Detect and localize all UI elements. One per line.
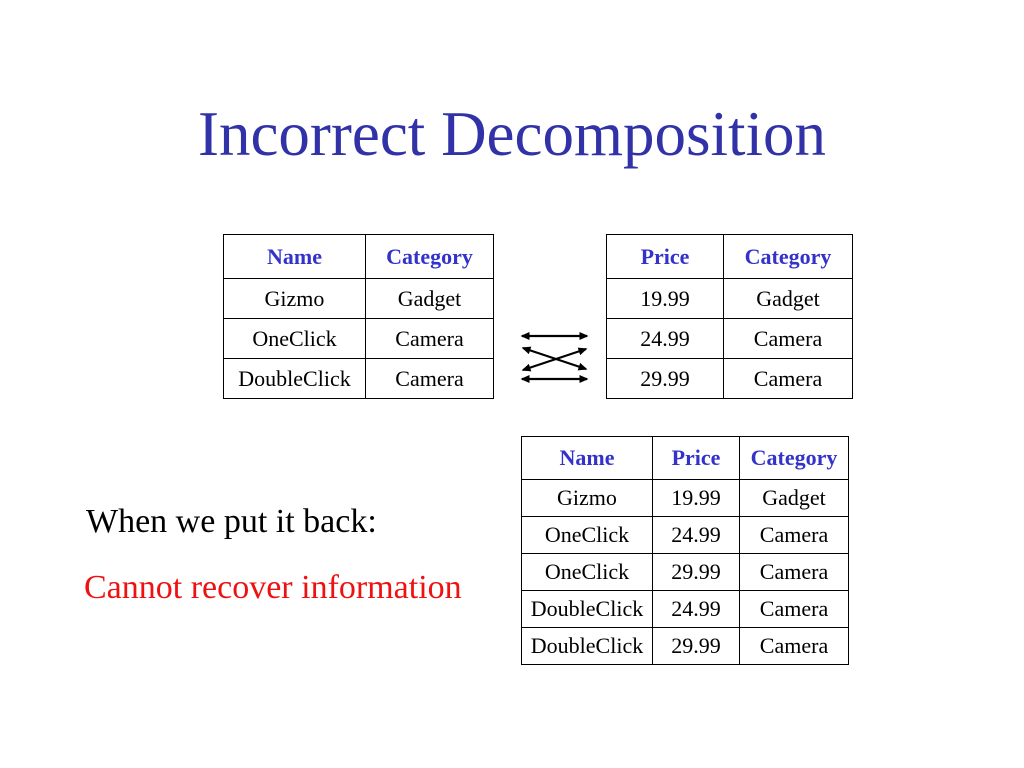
table-cell: Camera xyxy=(739,590,849,628)
table-cell: 24.99 xyxy=(652,590,740,628)
table-cell: Camera xyxy=(739,516,849,554)
table-cell: 29.99 xyxy=(652,627,740,665)
table-cell: 19.99 xyxy=(652,479,740,517)
table-cell: Gadget xyxy=(723,278,853,319)
table-joined-result: Name Price Category Gizmo 19.99 Gadget O… xyxy=(521,436,849,665)
table-cell: 19.99 xyxy=(606,278,724,319)
table-cell: Camera xyxy=(365,318,494,359)
table-row: Gizmo 19.99 Gadget xyxy=(521,479,849,517)
table-cell: DoubleClick xyxy=(521,590,653,628)
table-cell: Camera xyxy=(723,358,853,399)
table-cell: DoubleClick xyxy=(223,358,366,399)
column-header-category: Category xyxy=(723,234,853,279)
table-row: DoubleClick 24.99 Camera xyxy=(521,590,849,628)
table-row: OneClick 29.99 Camera xyxy=(521,553,849,591)
table-price-category: Price Category 19.99 Gadget 24.99 Camera… xyxy=(606,234,853,399)
column-header-category: Category xyxy=(739,436,849,480)
table-cell: DoubleClick xyxy=(521,627,653,665)
column-header-price: Price xyxy=(606,234,724,279)
column-header-price: Price xyxy=(652,436,740,480)
table-row: 19.99 Gadget xyxy=(606,278,853,319)
table-header-row: Price Category xyxy=(606,234,853,279)
table-row: 24.99 Camera xyxy=(606,318,853,359)
join-arrows-icon xyxy=(520,332,589,383)
table-name-category: Name Category Gizmo Gadget OneClick Came… xyxy=(223,234,494,399)
slide-title: Incorrect Decomposition xyxy=(197,99,827,169)
table-cell: Camera xyxy=(723,318,853,359)
table-cell: 29.99 xyxy=(652,553,740,591)
table-cell: 24.99 xyxy=(606,318,724,359)
table-cell: Camera xyxy=(739,627,849,665)
note-put-it-back: When we put it back: xyxy=(86,503,377,540)
table-cell: Camera xyxy=(365,358,494,399)
table-cell: Gizmo xyxy=(223,278,366,319)
table-row: OneClick 24.99 Camera xyxy=(521,516,849,554)
double-arrow-icon xyxy=(521,347,588,372)
table-cell: OneClick xyxy=(521,553,653,591)
table-row: DoubleClick Camera xyxy=(223,358,494,399)
table-row: Gizmo Gadget xyxy=(223,278,494,319)
column-header-name: Name xyxy=(521,436,653,480)
table-cell: Camera xyxy=(739,553,849,591)
table-cell: Gadget xyxy=(365,278,494,319)
table-cell: 24.99 xyxy=(652,516,740,554)
column-header-category: Category xyxy=(365,234,494,279)
table-row: OneClick Camera xyxy=(223,318,494,359)
table-cell: 29.99 xyxy=(606,358,724,399)
column-header-name: Name xyxy=(223,234,366,279)
table-cell: OneClick xyxy=(521,516,653,554)
note-cannot-recover: Cannot recover information xyxy=(84,569,462,606)
table-cell: Gizmo xyxy=(521,479,653,517)
table-cell: OneClick xyxy=(223,318,366,359)
table-cell: Gadget xyxy=(739,479,849,517)
table-row: 29.99 Camera xyxy=(606,358,853,399)
table-header-row: Name Price Category xyxy=(521,436,849,480)
table-header-row: Name Category xyxy=(223,234,494,279)
table-row: DoubleClick 29.99 Camera xyxy=(521,627,849,665)
